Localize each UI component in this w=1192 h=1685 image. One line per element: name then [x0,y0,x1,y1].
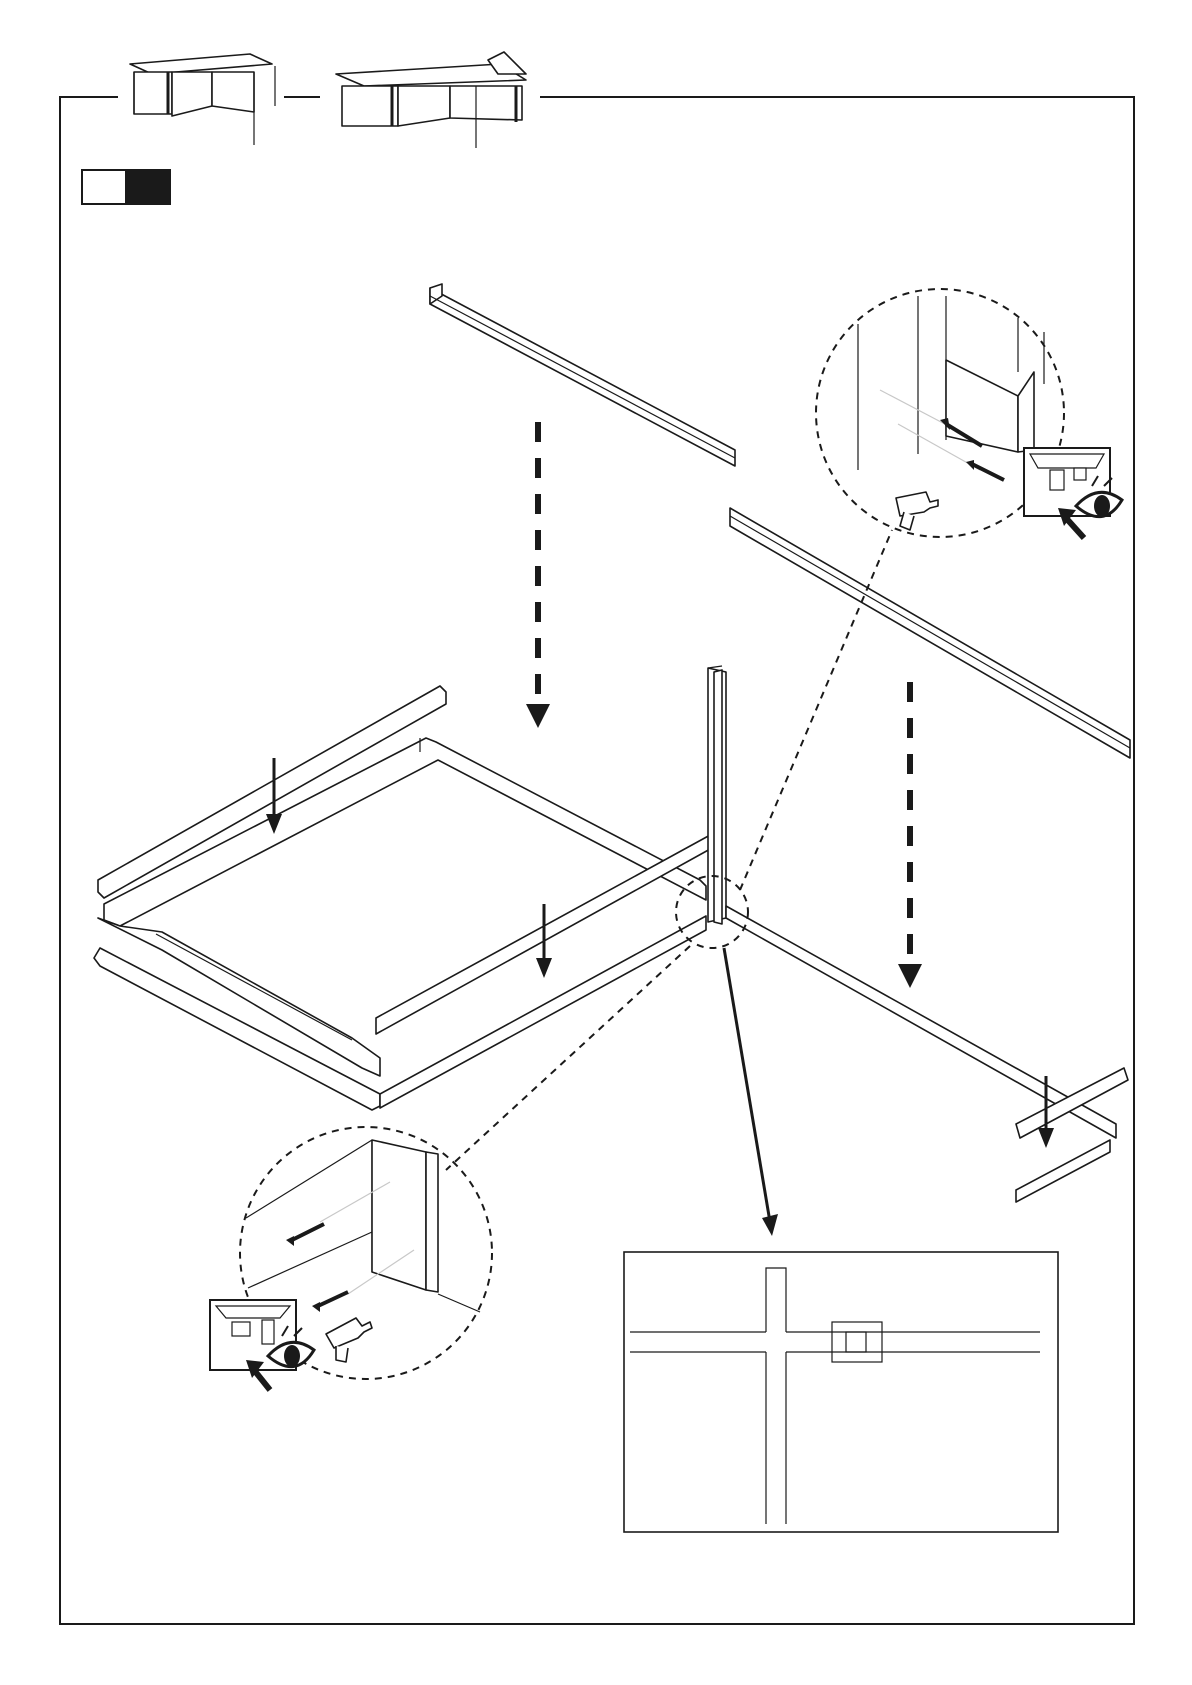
drop-arrow-right [898,682,922,988]
joint-detail-box [624,1252,1058,1532]
step-badge [82,170,170,204]
drill-icon [326,1318,372,1362]
drill-icon [896,492,938,530]
screw-icon [966,460,1004,480]
flat-roof-carport-building [130,54,275,145]
detail-circle-top-right [816,289,1122,538]
screw-icon [312,1292,348,1312]
gable-roof-carport-building [336,52,526,148]
right-bottom-beam [726,906,1128,1202]
drop-arrow-left [526,422,550,728]
screw-icon [286,1224,324,1246]
upper-beam-right [730,508,1130,758]
center-post [708,666,726,924]
left-wall-frame [94,686,712,1110]
upper-beam-back [430,284,735,466]
